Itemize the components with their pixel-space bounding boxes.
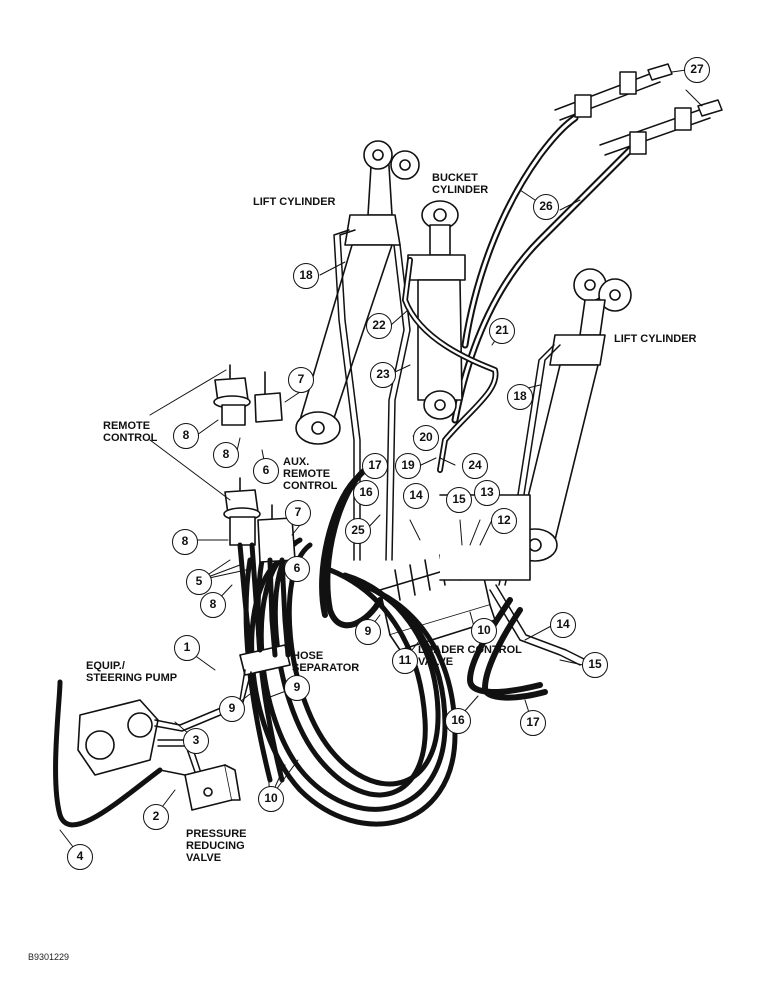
callout: 5 (186, 569, 212, 595)
remote-hoses (237, 542, 291, 658)
callout: 3 (183, 728, 209, 754)
callout: 20 (413, 425, 439, 451)
label-bucket-cylinder-line1: BUCKET (432, 172, 478, 184)
remote-control-lower (223, 477, 296, 563)
callout: 24 (462, 453, 488, 479)
callout: 22 (366, 313, 392, 339)
label-prv-line3: VALVE (186, 852, 222, 864)
label-aux-remote-line2: REMOTE (283, 468, 331, 480)
label-pump-line1: EQUIP./ (86, 660, 125, 672)
label-bucket-cylinder-line2: CYLINDER (432, 184, 489, 196)
callout: 7 (285, 500, 311, 526)
callout: 18 (507, 384, 533, 410)
lift-cylinder-left (295, 140, 420, 445)
label-remote-control-line1: REMOTE (103, 420, 151, 432)
hoses-21 (402, 257, 499, 473)
callout: 11 (392, 648, 418, 674)
equip-steering-pump (77, 699, 159, 776)
callout: 8 (213, 442, 239, 468)
callout: 15 (582, 652, 608, 678)
callout: 9 (284, 675, 310, 701)
label-lift-cylinder-left: LIFT CYLINDER (253, 196, 336, 208)
label-loader-control-valve-line1: LOADER CONTROL (418, 644, 522, 656)
callout: 17 (362, 453, 388, 479)
coupler-27-upper (554, 63, 673, 121)
callout: 12 (491, 508, 517, 534)
callout: 8 (172, 529, 198, 555)
hoses-17-16-left (319, 467, 383, 629)
pump-tubes (154, 669, 252, 781)
drawing-code: B9301229 (28, 952, 70, 962)
label-prv-line2: REDUCING (186, 840, 245, 852)
label-lift-cylinder-right: LIFT CYLINDER (614, 333, 697, 345)
callout: 8 (173, 423, 199, 449)
callout: 13 (474, 480, 500, 506)
callout: 8 (200, 592, 226, 618)
callout: 14 (550, 612, 576, 638)
callout: 17 (520, 710, 546, 736)
callout: 16 (353, 480, 379, 506)
callout: 16 (445, 708, 471, 734)
callout: 1 (174, 635, 200, 661)
callout: 9 (219, 696, 245, 722)
callout: 18 (293, 263, 319, 289)
callout: 6 (284, 556, 310, 582)
label-hose-separator-line1: HOSE (292, 650, 324, 662)
label-pump-line2: STEERING PUMP (86, 672, 178, 684)
label-aux-remote-line3: CONTROL (283, 480, 338, 492)
callout: 21 (489, 318, 515, 344)
callout: 10 (258, 786, 284, 812)
remote-control-upper (213, 364, 283, 426)
bucket-cylinder (407, 200, 466, 420)
callout: 7 (288, 367, 314, 393)
pressure-reducing-valve (184, 764, 241, 811)
callout: 26 (533, 194, 559, 220)
callout: 19 (395, 453, 421, 479)
hose-separator (239, 644, 291, 676)
label-loader-control-valve-line2: VALVE (418, 656, 454, 668)
callout: 25 (345, 518, 371, 544)
callout: 6 (253, 458, 279, 484)
callout: 2 (143, 804, 169, 830)
coupler-27-lower (599, 99, 723, 156)
label-aux-remote-line1: AUX. (283, 456, 310, 468)
callout: 27 (684, 57, 710, 83)
callout: 10 (471, 618, 497, 644)
callout: 9 (355, 619, 381, 645)
callout: 4 (67, 844, 93, 870)
label-prv-line1: PRESSURE (186, 828, 247, 840)
pump-hoses (53, 679, 163, 828)
label-remote-control-line2: CONTROL (103, 432, 158, 444)
callout: 14 (403, 483, 429, 509)
callout: 23 (370, 362, 396, 388)
tubes-14-15-right (489, 584, 587, 666)
callout: 15 (446, 487, 472, 513)
label-hose-separator-line2: SEPARATOR (292, 662, 360, 674)
